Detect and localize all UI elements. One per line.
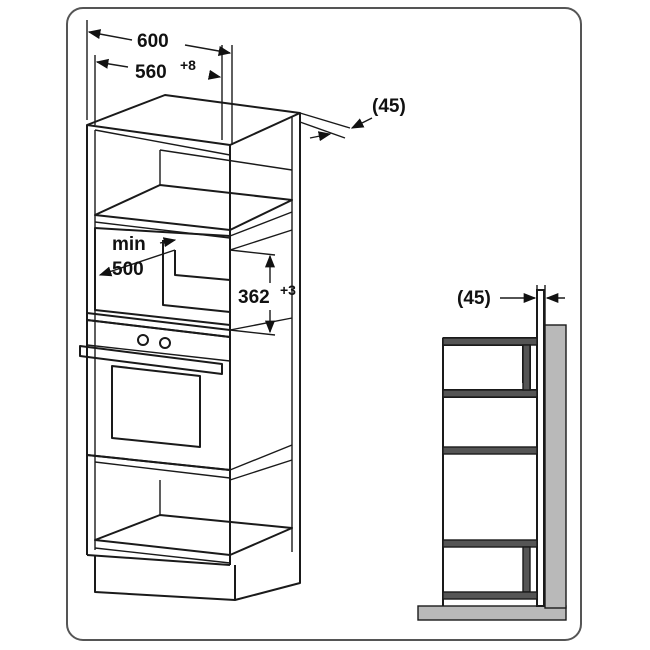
oven-window (111, 365, 201, 448)
oven-knob-right (159, 337, 171, 349)
section-shelf-middle (442, 446, 538, 455)
depth-gap-arrow-b (309, 131, 332, 142)
oven-handle (79, 345, 223, 375)
shelf-upper (94, 184, 293, 231)
shelf-bottom (94, 514, 293, 556)
side-section-view (417, 285, 567, 621)
depth-gap-arrow-a (350, 117, 373, 129)
width-560-arrow (95, 58, 129, 69)
min-value-label: 500 (112, 259, 144, 280)
tall-cabinet (79, 94, 301, 601)
width-560-tolerance: +8 (180, 57, 196, 73)
niche-opening (94, 227, 231, 326)
width-600-label: 600 (137, 31, 169, 52)
min-depth-arrow (98, 249, 176, 277)
width-560-label: 560 (135, 62, 167, 83)
min-label: min (112, 234, 146, 255)
floor (417, 605, 567, 621)
depth-gap-label: (45) (372, 96, 406, 117)
section-shelf-lower (442, 539, 538, 548)
wall (544, 324, 567, 609)
width-600-arrow (87, 29, 133, 41)
diagram-frame (66, 7, 582, 641)
cabinet-back-panel (536, 289, 545, 607)
side-gap-label: (45) (457, 288, 491, 309)
dimension-lines (86, 20, 373, 336)
niche-height-tolerance: +3 (280, 282, 296, 298)
oven-knob-left (137, 334, 149, 346)
niche-height-label: 362 (238, 287, 270, 308)
